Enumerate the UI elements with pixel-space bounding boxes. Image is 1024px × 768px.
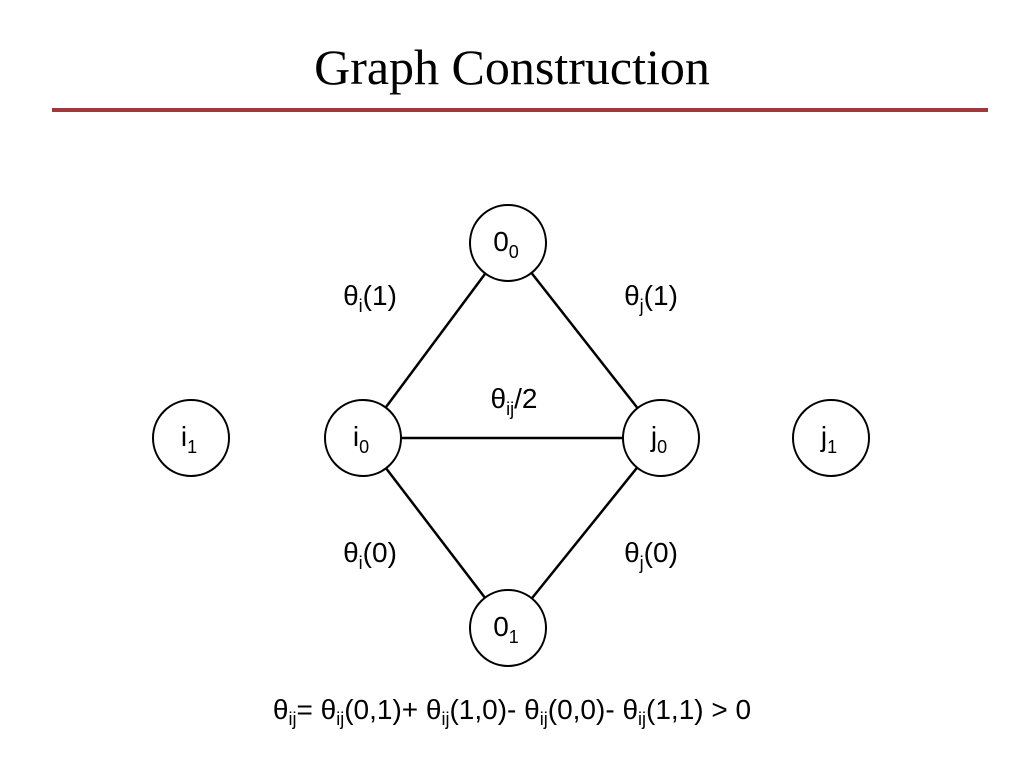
edge-label-0_1-j_0: θj(0) [624, 537, 678, 573]
equation-term-3: θij(0,0)- [524, 694, 623, 729]
node-circle-0_0 [469, 204, 547, 282]
edge-i_0-0_1 [385, 467, 486, 599]
edge-label-0_0-j_0: θj(1) [624, 280, 678, 316]
node-i_0: i0 [324, 399, 402, 477]
node-0_0: 00 [469, 204, 547, 282]
title-rule [52, 108, 988, 112]
equation-term-2: θij(1,0)- [425, 694, 525, 729]
node-label-j_1: j1 [820, 421, 837, 457]
equation-term-0: θij= [272, 694, 321, 729]
node-circle-i_0 [324, 399, 402, 477]
edge-label-i_0-0_1: θi(0) [343, 537, 397, 573]
equation-term-1: θij(0,1)+ [320, 694, 426, 729]
edge-0_0-j_0 [530, 272, 639, 409]
edge-label-i_0-j_0: θij/2 [491, 383, 538, 419]
edge-i_0-0_0 [384, 272, 487, 409]
slide-title: Graph Construction [314, 39, 710, 95]
node-i_1: i1 [152, 399, 230, 477]
node-label-0_0: 00 [493, 226, 519, 262]
node-circle-j_0 [622, 399, 700, 477]
node-circle-0_1 [469, 589, 547, 667]
node-0_1: 01 [469, 589, 547, 667]
node-circle-i_1 [152, 399, 230, 477]
node-label-j_0: j0 [650, 421, 667, 457]
equation-term-4: θij(1,1) > 0 [622, 694, 752, 729]
node-label-i_0: i0 [353, 421, 369, 457]
node-label-0_1: 01 [493, 611, 519, 647]
edge-label-i_0-0_0: θi(1) [343, 280, 397, 316]
node-j_1: j1 [792, 399, 870, 477]
node-j_0: j0 [622, 399, 700, 477]
node-circle-j_1 [792, 399, 870, 477]
theta-ij-equation: θij= θij(0,1)+ θij(1,0)- θij(0,0)- θij(1… [0, 694, 1024, 729]
node-label-i_1: i1 [181, 421, 197, 457]
edge-0_1-j_0 [530, 466, 639, 600]
